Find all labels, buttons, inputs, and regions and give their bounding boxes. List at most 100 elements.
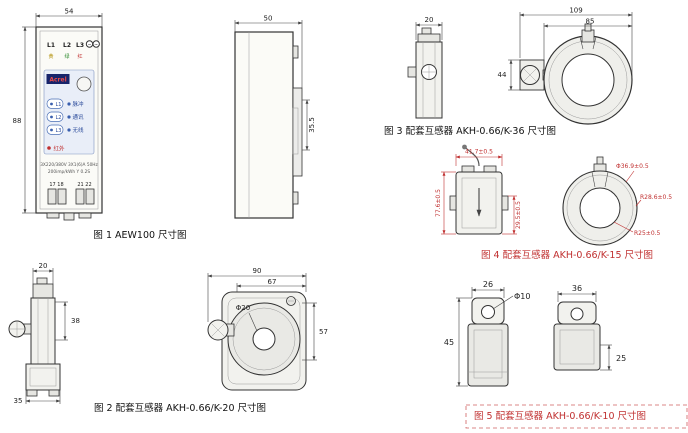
terminal-numbers-right: 21 22 bbox=[77, 182, 91, 188]
ct20-side-body bbox=[30, 297, 56, 365]
ct10a-hole bbox=[481, 305, 495, 319]
fig4-dim-ring-outer: Φ36.9±0.5 bbox=[616, 163, 649, 170]
function-label: 无线 bbox=[73, 126, 85, 134]
fig3-dim-total: 109 bbox=[569, 7, 582, 15]
fig2-dim-front-inner: 67 bbox=[268, 278, 277, 286]
fig1-side-dim-rail: 35.5 bbox=[308, 117, 316, 133]
fig1-caption: 图 1 AEW100 尺寸图 bbox=[93, 229, 186, 241]
phase-color-red: 红 bbox=[77, 53, 82, 60]
led-dot-icon bbox=[50, 128, 53, 132]
phase-color-yellow: 黄 bbox=[48, 53, 53, 60]
base-flange bbox=[25, 363, 61, 391]
ct20-ring-hole bbox=[252, 327, 276, 351]
side-tab bbox=[501, 195, 509, 211]
function-label: 脉冲 bbox=[73, 100, 85, 108]
ct10b-hole bbox=[570, 307, 584, 321]
fig5-dim-left-height: 45 bbox=[444, 338, 454, 347]
terminal-block bbox=[85, 188, 95, 205]
fig2-dim-front-width: 90 bbox=[253, 267, 262, 275]
fig4-dim-left: 77.6±0.5 bbox=[435, 189, 442, 217]
function-label: 通讯 bbox=[73, 113, 85, 121]
fig2-ct20: 20 38 35 90 67 Φ20 57 图 2 配套互感器 AKH-0.66… bbox=[8, 262, 328, 414]
round-button bbox=[76, 76, 92, 92]
clamp-top bbox=[421, 27, 432, 35]
terminal-numbers-left: 17 18 bbox=[49, 182, 63, 188]
phase-l1-label: L1 bbox=[47, 42, 55, 49]
fig1-side-dim-width: 50 bbox=[264, 15, 273, 23]
infrared-dot-icon bbox=[47, 146, 51, 150]
terminal-block bbox=[75, 188, 85, 205]
led-row-3: L3 无线 bbox=[46, 124, 85, 135]
fig5-dim-right-height: 25 bbox=[616, 354, 626, 363]
ring-screw-head bbox=[584, 23, 592, 32]
lead-wire bbox=[465, 147, 480, 167]
side-outline bbox=[234, 31, 294, 219]
fig2-dim-side-top: 20 bbox=[39, 262, 48, 270]
fig3-dim-side-top: 20 bbox=[425, 16, 434, 24]
fig4-dim-ring-mid: R28.6±0.5 bbox=[640, 194, 672, 201]
clamp bbox=[417, 33, 441, 43]
infrared-label: 红外 bbox=[54, 145, 66, 153]
spec-line2: 200imp/kWh Y 0.2S bbox=[48, 169, 90, 175]
fig5-dim-left-hole: Φ10 bbox=[514, 292, 530, 301]
rail-hook bbox=[292, 45, 299, 59]
fig3-dim-foot: 44 bbox=[498, 71, 507, 79]
fig1-dim-height: 88 bbox=[13, 117, 22, 125]
fig4-dim-right: 29.5±0.5 bbox=[515, 201, 522, 229]
din-clip bbox=[292, 87, 303, 177]
screw-stem bbox=[407, 66, 417, 78]
ct15-ring-hole bbox=[579, 187, 621, 229]
aux-symbol: ~ bbox=[88, 43, 92, 48]
brand-label: Acrel bbox=[49, 77, 66, 84]
caption-highlight-box bbox=[465, 404, 688, 429]
fig4-dim-top: 41.7±0.5 bbox=[465, 149, 493, 156]
led-label: L2 bbox=[56, 115, 62, 121]
fig3-caption: 图 3 配套互感器 AKH-0.66/K-36 尺寸图 bbox=[384, 125, 556, 137]
spec-line1: 3X220/380V 3X1(6)A 50Hz bbox=[40, 162, 98, 168]
clamp bbox=[32, 283, 54, 299]
device-inner-frame bbox=[39, 30, 99, 210]
phase-l3-label: L3 bbox=[76, 42, 84, 49]
fig1-side-view: 50 35.5 bbox=[234, 15, 316, 219]
ct36-ring-hole bbox=[561, 53, 615, 107]
mounting-tab bbox=[78, 212, 92, 219]
fig2-dim-side-bottom: 35 bbox=[14, 397, 23, 405]
led-dot-icon bbox=[67, 102, 71, 106]
led-label: L1 bbox=[56, 102, 62, 108]
fig5-dim-right-width: 36 bbox=[572, 284, 582, 293]
fig4-ct15: 41.7±0.5 77.6±0.5 29.5±0.5 Φ36.9±0.5 R28… bbox=[435, 144, 672, 261]
ring-screw bbox=[581, 29, 595, 43]
led-row-1: L1 脉冲 bbox=[46, 98, 85, 109]
ct10b-body bbox=[553, 323, 601, 371]
mounting-tab bbox=[63, 212, 75, 221]
led-dot-icon bbox=[50, 102, 53, 106]
fig4-dim-ring-inner: R25±0.5 bbox=[634, 230, 661, 237]
fig1-dim-width: 54 bbox=[65, 8, 74, 16]
clamp-top bbox=[36, 277, 48, 285]
fig1-front-view: 54 88 L1 L2 L3 黄 绿 红 ~ ~ Acrel L1 脉冲 bbox=[13, 8, 187, 242]
clamp-bump bbox=[461, 165, 475, 173]
fig5-caption: 图 5 配套互感器 AKH-0.66/K-10 尺寸图 bbox=[474, 410, 646, 422]
brand-logo bbox=[46, 74, 70, 84]
terminal-block bbox=[57, 188, 67, 205]
led-dot-icon bbox=[67, 128, 71, 132]
wire-end bbox=[462, 144, 467, 150]
phase-color-green: 绿 bbox=[64, 53, 69, 60]
fig4-caption: 图 4 配套互感器 AKH-0.66/K-15 尺寸图 bbox=[481, 249, 653, 261]
led-dot-icon bbox=[67, 115, 71, 119]
phase-l2-label: L2 bbox=[63, 42, 71, 49]
led-row-2: L2 通讯 bbox=[46, 111, 85, 122]
led-label: L3 bbox=[56, 128, 62, 134]
fig2-dim-front-height: 57 bbox=[319, 328, 328, 336]
fig3-ct36: 20 109 85 44 图 3 配套互感器 AKH-0.66/K-36 尺寸图 bbox=[384, 7, 633, 137]
fig3-dim-ring: 85 bbox=[586, 18, 595, 26]
side-tab bbox=[449, 195, 457, 211]
foot bbox=[48, 389, 60, 397]
mounting-tab bbox=[46, 212, 60, 219]
aux-terminal-icon bbox=[92, 40, 100, 48]
led-dot-icon bbox=[50, 115, 53, 119]
clamp-bump bbox=[483, 165, 497, 173]
fig2-dim-hole: Φ20 bbox=[236, 304, 250, 312]
